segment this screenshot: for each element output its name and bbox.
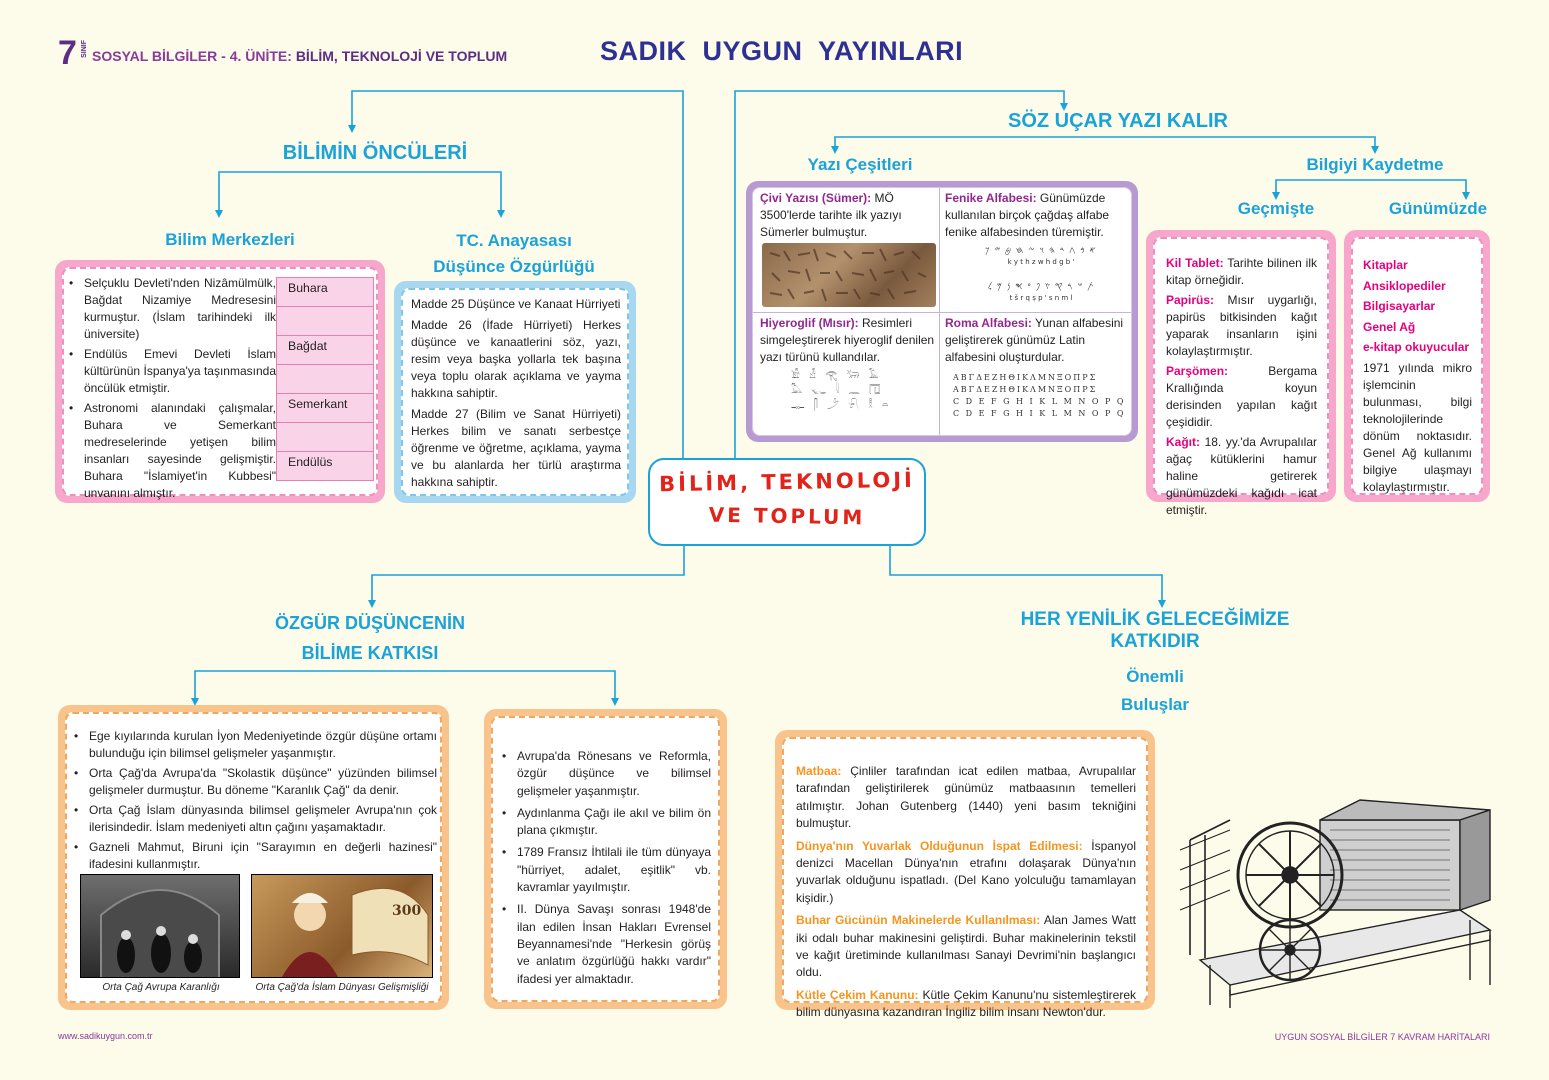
constitution-paragraph: Madde 25 Düşünce ve Kanaat Hürriyeti (411, 297, 621, 311)
footer-series-title: UYGUN SOSYAL BİLGİLER 7 KAVRAM HARİTALAR… (1274, 1032, 1490, 1042)
hieroglyph-cell: Hiyeroglif (Mısır): Resimleri simgeleşti… (760, 316, 935, 364)
science-centers-box: Selçuklu Devleti'nden Nizâmülmülk, Bağda… (55, 260, 385, 503)
unit-subtitle: SOSYAL BİLGİLER - 4. ÜNİTE: BİLİM, TEKNO… (92, 48, 508, 64)
centers-title: Bilim Merkezleri (165, 230, 295, 249)
grade-badge: 7 SINIF (58, 34, 88, 72)
city-cell: Semerkant (276, 393, 374, 423)
present-record-item: Kitaplar (1363, 258, 1408, 272)
phoenician-alphabet: 𐤀 𐤁 𐤂 𐤃 𐤄 𐤅 𐤆 𐤇 𐤈 𐤉 𐤊 k y t h z w h d g … (985, 246, 1097, 302)
constitution-title: TC. Anayasası Düşünce Özgürlüğü (433, 231, 595, 276)
roman-cell: Roma Alfabesi: Yunan alfabesini geliştir… (945, 316, 1124, 364)
constitution-box: Madde 25 Düşünce ve Kanaat Hürriyeti Mad… (394, 281, 636, 503)
record-title: Bilgiyi Kaydetme (1306, 155, 1444, 174)
cities-table: Buhara Bağdat Semerkant Endülüs (276, 277, 374, 481)
printing-press-image (1179, 799, 1492, 1008)
free-thought-item: Orta Çağ İslam dünyasında bilimsel geliş… (69, 802, 437, 836)
present-record-text: 1971 yılında mikro işlemcinin bulunması,… (1363, 360, 1472, 494)
past-title: Geçmişte (1237, 199, 1315, 218)
centers-item: Selçuklu Devleti'nden Nizâmülmülk, Bağda… (64, 275, 276, 343)
free-thought-item: Orta Çağ'da Avrupa'da "Skolastik düşünce… (69, 765, 437, 799)
city-cell (276, 364, 374, 394)
cuneiform-tablet-image (762, 243, 936, 307)
city-cell: Bağdat (276, 335, 374, 365)
central-topic: BİLİM, TEKNOLOJİ VE TOPLUM (648, 458, 926, 546)
city-cell (276, 306, 374, 336)
city-cell: Buhara (276, 277, 374, 307)
past-record-item: Parşömen: Bergama Krallığında koyun deri… (1166, 364, 1317, 429)
footer-website[interactable]: www.sadikuygun.com.tr (58, 1031, 153, 1041)
inventions-subtitle: Önemli Buluşlar (1120, 667, 1190, 714)
present-records-box: Kitaplar Ansiklopediler Bilgisayarlar Ge… (1344, 230, 1490, 502)
present-title: Günümüzde (1388, 199, 1488, 218)
present-record-item: Genel Ağ (1363, 319, 1416, 334)
invention-item: Buhar Gücünün Makinelerde Kullanılması: … (796, 913, 1136, 980)
free-thought-item: Avrupa'da Rönesans ve Reformla, özgür dü… (497, 748, 711, 800)
past-record-item: Kil Tablet: Tarihte bilinen ilk kitap ör… (1166, 256, 1317, 287)
present-record-item: e-kitap okuyucular (1363, 340, 1470, 354)
invention-item: Kütle Çekim Kanunu: Kütle Çekim Kanunu'n… (796, 987, 1136, 1020)
free-thought-title: ÖZGÜR DÜŞÜNCENİN BİLİME KATKISI (274, 613, 465, 663)
city-cell (276, 422, 374, 452)
present-record-item: Ansiklopediler (1363, 278, 1446, 293)
centers-item: Astronomi alanındaki çalışmalar, Buhara … (64, 400, 276, 502)
inventions-box: Matbaa: Çinliler tarafından icat edilen … (775, 730, 1155, 1019)
constitution-paragraph: Madde 27 (Bilim ve Sanat Hürriyeti) Herk… (411, 407, 621, 489)
free-thought-right-box: Avrupa'da Rönesans ve Reformla, özgür dü… (484, 709, 727, 1009)
present-record-item: Bilgisayarlar (1363, 299, 1436, 313)
writing-title: SÖZ UÇAR YAZI KALIR (1007, 110, 1229, 132)
cuneiform-cell: Çivi Yazısı (Sümer): MÖ 3500'lerde tarih… (760, 191, 902, 239)
free-thought-item: Ege kıyılarında kurulan İyon Medeniyetin… (69, 728, 437, 762)
caption-dark-ages: Orta Çağ Avrupa Karanlığı (102, 982, 220, 993)
invention-item: Dünya'nın Yuvarlak Olduğunun İspat Edilm… (796, 838, 1136, 905)
dark-ages-image (80, 874, 240, 978)
islamic-golden-age-image: 300 (251, 874, 433, 978)
past-records-box: Kil Tablet: Tarihte bilinen ilk kitap ör… (1146, 230, 1336, 517)
centers-item: Endülüs Emevi Devleti İslam kültürünün İ… (64, 346, 276, 397)
free-thought-left-box: Ege kıyılarında kurulan İyon Medeniyetin… (58, 705, 449, 1010)
constitution-paragraph: Madde 26 (İfade Hürriyeti) Herkes düşünc… (411, 318, 621, 400)
pioneers-title: BİLİMİN ÖNCÜLERİ (282, 142, 468, 164)
publisher-title: SADIK UYGUN YAYINLARI (600, 36, 964, 66)
writing-types-box: Çivi Yazısı (Sümer): MÖ 3500'lerde tarih… (746, 181, 1138, 442)
caption-islamic-world: Orta Çağ'da İslam Dünyası Gelişmişliği (255, 982, 429, 993)
free-thought-item: II. Dünya Savaşı sonrası 1948'de ilan ed… (497, 901, 711, 987)
hieroglyph-alphabet: 𓀀 𓁐 𓂀 𓃒 𓄿 𓅓 𓆑 𓇋 𓈖 𓉔 𓊃 𓋴 𓌳 𓍯 𓎛 𓏏 (791, 370, 889, 411)
free-thought-item: Gazneli Mahmut, Biruni için "Sarayımın e… (69, 839, 437, 873)
writing-types-title: Yazı Çeşitleri (807, 155, 913, 174)
past-record-item: Papirüs: Mısır uygarlığı, papirüs bitkis… (1166, 293, 1317, 358)
phoenician-cell: Fenike Alfabesi: Günümüzde kullanılan bi… (945, 191, 1110, 239)
past-record-item: Kağıt: 18. yy.'da Avrupalılar ağaç kütük… (1166, 435, 1317, 517)
innovation-title: HER YENİLİK GELECEĞİMİZE KATKIDIR (1020, 609, 1290, 652)
free-thought-item: 1789 Fransız İhtilali ile tüm dünyaya "h… (497, 844, 711, 896)
svg-text:300: 300 (392, 903, 421, 919)
city-cell: Endülüs (276, 451, 374, 481)
invention-item: Matbaa: Çinliler tarafından icat edilen … (796, 764, 1136, 831)
free-thought-item: Aydınlanma Çağı ile akıl ve bilim ön pla… (497, 805, 711, 840)
roman-alphabet: ΑΒΓΔΕΖΗΘΙΚΛΜΝΞΟΠΡΣ ΑΒΓΔΕΖΗΘΙΚΛΜΝΞΟΠΡΣ C … (953, 373, 1126, 418)
